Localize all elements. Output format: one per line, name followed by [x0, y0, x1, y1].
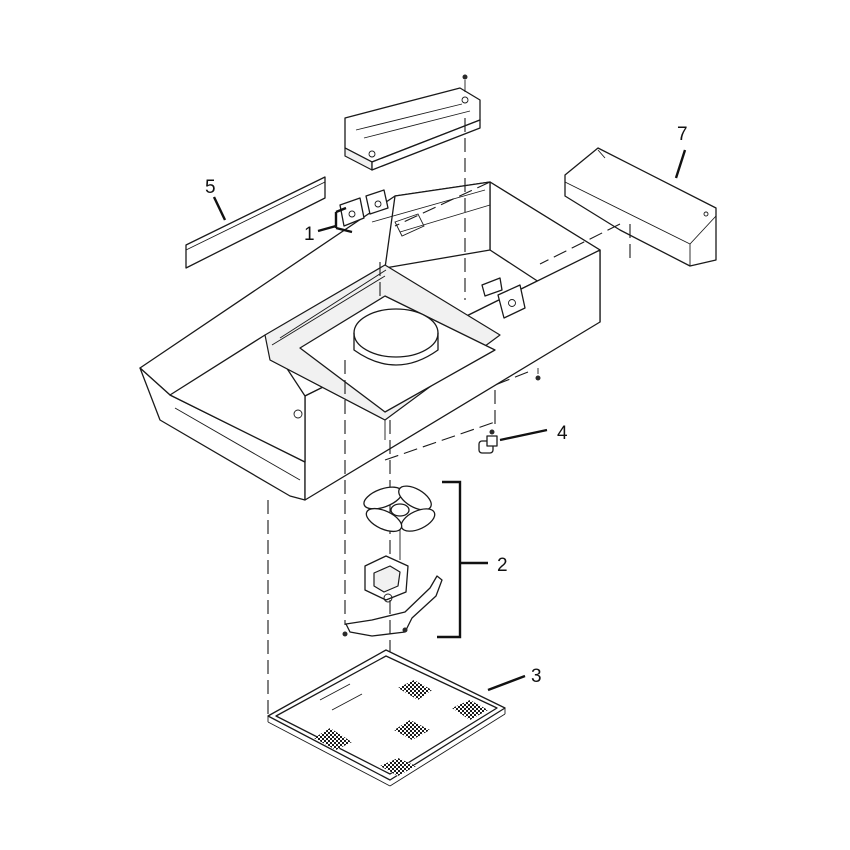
part-3-grease-filter — [267, 649, 506, 787]
callout-7: 7 — [677, 124, 688, 145]
range-hood-body — [139, 181, 601, 501]
part-2-fan-motor-assembly — [342, 485, 443, 637]
part-7-duct-transition — [564, 147, 717, 267]
part-5-strip — [185, 176, 326, 269]
callout-3: 3 — [531, 666, 542, 687]
callout-5: 5 — [205, 177, 216, 198]
wiring-box-cover — [344, 74, 481, 171]
callout-1: 1 — [304, 224, 315, 245]
explode-lines — [267, 118, 631, 715]
callout-4: 4 — [557, 423, 568, 444]
part-4-light-socket — [478, 429, 498, 454]
callout-2: 2 — [497, 555, 508, 576]
callout-leaders — [212, 149, 687, 692]
